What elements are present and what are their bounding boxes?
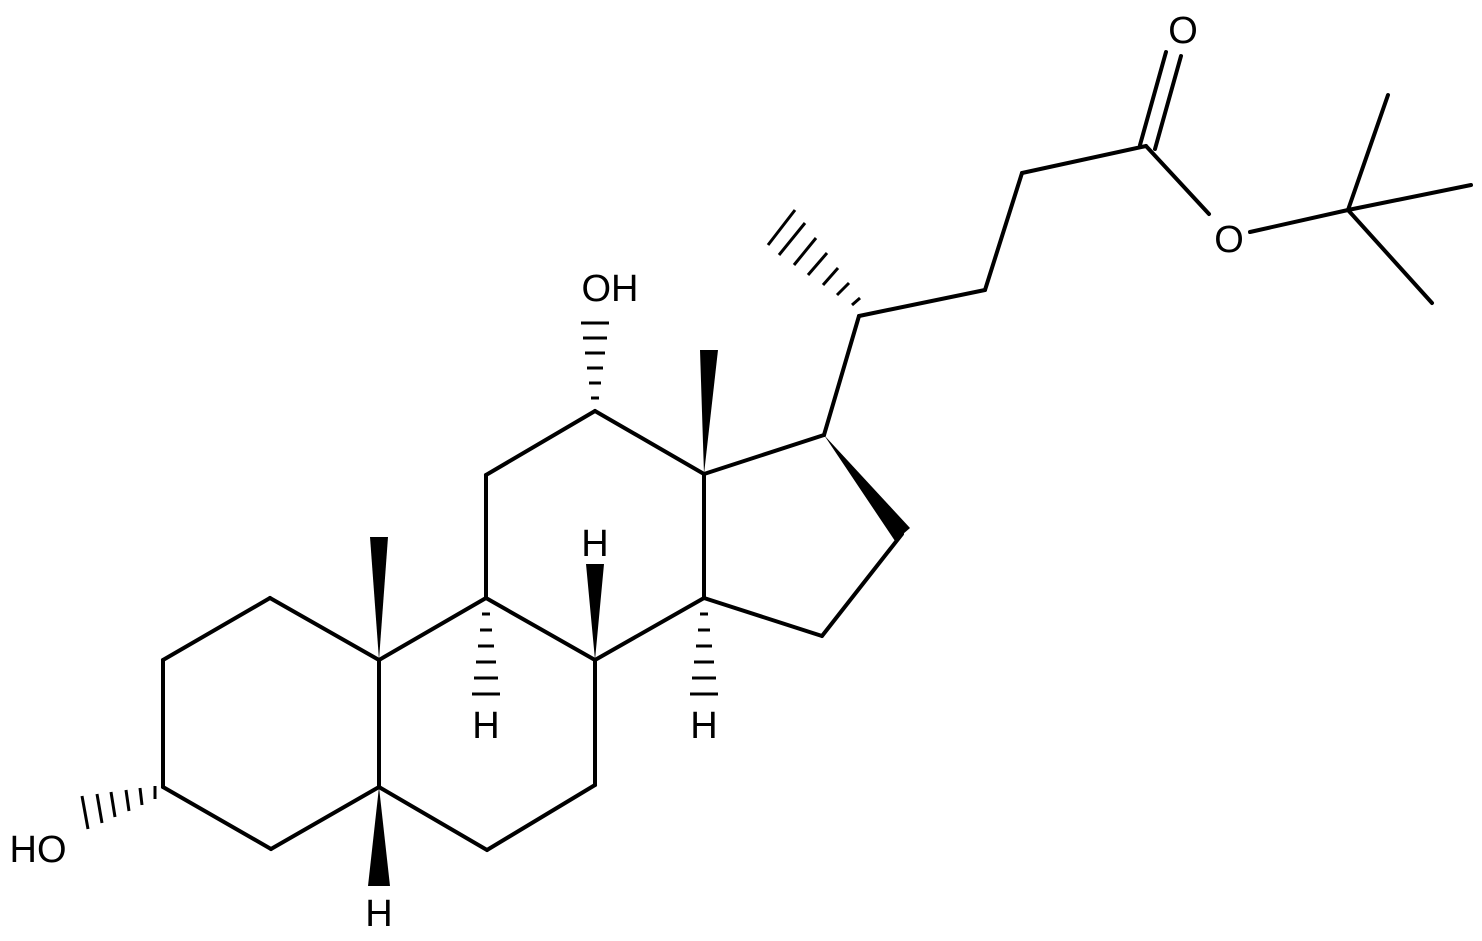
ring-a <box>161 596 381 851</box>
ring-b <box>377 596 597 852</box>
h8-label: H <box>581 523 608 565</box>
side-chain <box>822 50 1473 437</box>
wedge-bonds <box>368 350 910 886</box>
hydroxyl-3-label: HO <box>10 829 67 871</box>
h5-wedge <box>368 787 390 886</box>
carbonyl-oxygen-label: O <box>1168 10 1198 52</box>
h5-label: H <box>365 893 392 935</box>
hashed-bonds <box>80 209 861 830</box>
methyl-18-wedge <box>700 350 718 474</box>
hydroxyl-12-label: OH <box>582 268 639 310</box>
atom-labels: HO OH O O H H H H <box>10 10 1244 935</box>
ring-c <box>484 409 706 662</box>
c17-wedge <box>824 435 910 541</box>
ester-oxygen-label: O <box>1214 219 1244 261</box>
ring-d <box>702 433 904 638</box>
h8-wedge <box>586 564 604 660</box>
methyl-19-wedge <box>370 537 388 660</box>
h14-label: H <box>690 705 717 747</box>
h9-label: H <box>472 705 499 747</box>
